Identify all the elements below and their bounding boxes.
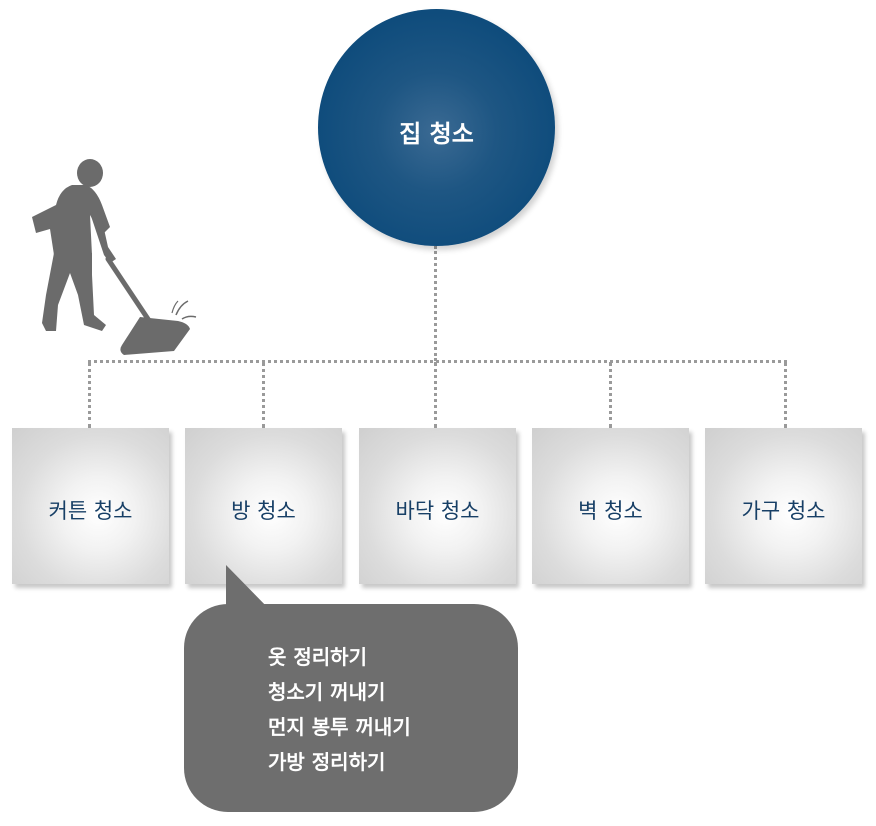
callout-item: 청소기 꺼내기 [268, 680, 386, 704]
category-label: 벽 청소 [578, 499, 643, 523]
connector-horizontal [88, 360, 787, 363]
root-label: 집 청소 [399, 120, 474, 148]
category-wall-cleaning: 벽 청소 [532, 428, 689, 584]
connector-root-down [434, 246, 437, 361]
category-curtain-cleaning: 커튼 청소 [12, 428, 169, 584]
callout-item: 옷 정리하기 [268, 645, 367, 669]
category-room-cleaning: 방 청소 [185, 428, 342, 584]
callout-list: 옷 정리하기 청소기 꺼내기 먼지 봉투 꺼내기 가방 정리하기 [268, 640, 411, 780]
callout-item: 가방 정리하기 [268, 750, 386, 774]
connector-branch-4 [609, 362, 612, 428]
category-label: 가구 청소 [741, 499, 826, 523]
callout-item: 먼지 봉투 꺼내기 [268, 715, 411, 739]
category-floor-cleaning: 바닥 청소 [359, 428, 516, 584]
connector-branch-5 [784, 362, 787, 428]
connector-branch-2 [262, 362, 265, 428]
category-label: 방 청소 [231, 499, 296, 523]
callout-bubble [184, 604, 518, 812]
category-furniture-cleaning: 가구 청소 [705, 428, 862, 584]
connector-branch-1 [88, 362, 91, 428]
category-label: 바닥 청소 [395, 499, 480, 523]
category-label: 커튼 청소 [48, 499, 133, 523]
person-sweeping-icon [32, 159, 197, 355]
root-node: 집 청소 [318, 9, 555, 246]
connector-branch-3 [434, 362, 437, 428]
